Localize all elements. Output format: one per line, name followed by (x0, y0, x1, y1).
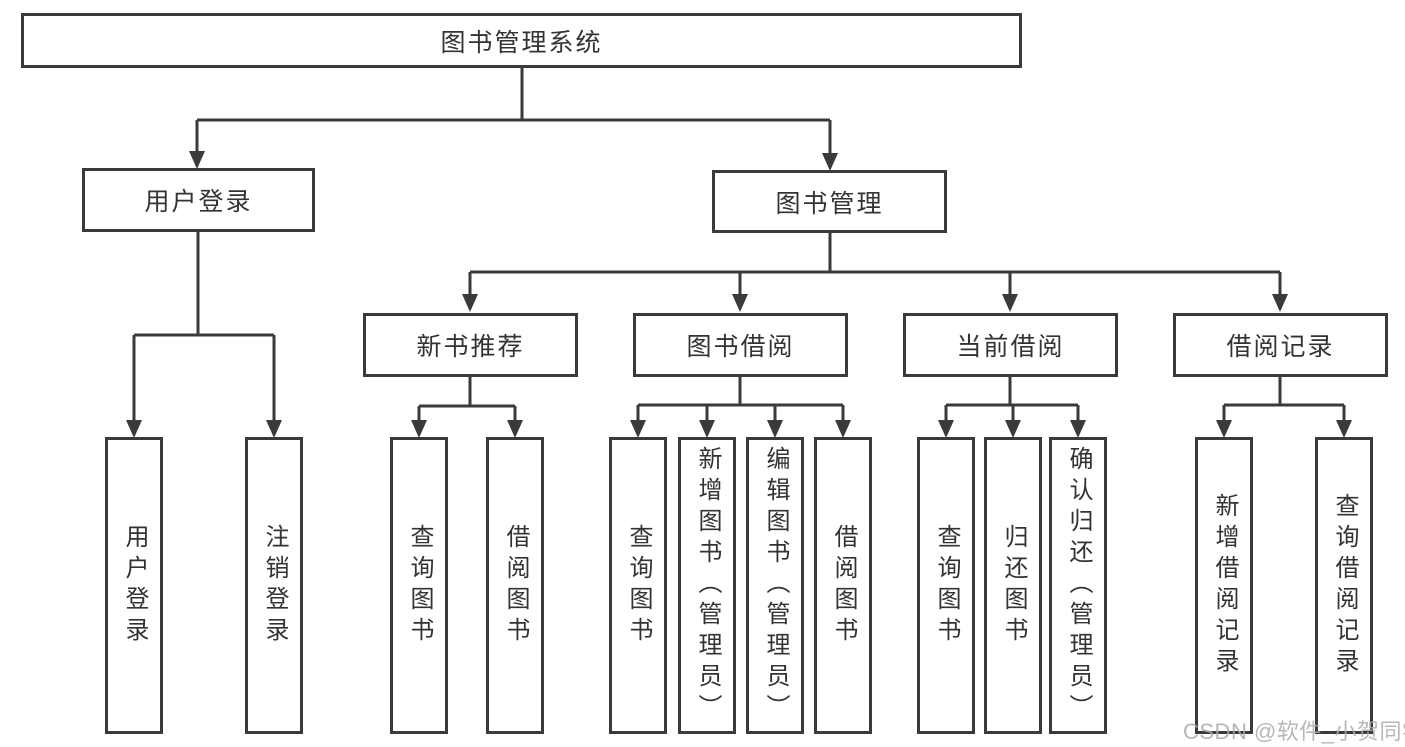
connector-root-to-level2 (195, 68, 832, 154)
node-label: 当前借阅 (956, 333, 1065, 361)
node-library-system: 图书管理系统 (21, 13, 1022, 68)
arrowhead-icon (266, 420, 282, 438)
node-borrow-books-recommend: 借阅图书 (486, 437, 544, 734)
node-label: 借阅记录 (1226, 333, 1335, 361)
arrowhead-icon (938, 420, 954, 438)
node-label: 归还图书 (1000, 523, 1027, 648)
arrowhead-icon (1216, 420, 1232, 438)
node-label: 新书推荐 (416, 333, 525, 361)
arrowhead-icon (1002, 294, 1018, 312)
node-label: 图书管理系统 (440, 28, 603, 57)
node-current-borrow: 当前借阅 (903, 313, 1118, 377)
arrowhead-icon (630, 420, 646, 438)
node-borrow-books-leaf: 借阅图书 (814, 437, 872, 734)
node-user-login-leaf: 用户登录 (105, 437, 163, 734)
node-return-book: 归还图书 (984, 437, 1042, 734)
node-book-borrow: 图书借阅 (633, 313, 848, 377)
node-label: 查询借阅记录 (1331, 492, 1358, 679)
node-label: 注销登录 (261, 523, 288, 648)
node-query-books-borrow: 查询图书 (609, 437, 667, 734)
node-add-book-admin: 新增图书（管理员） (678, 437, 736, 734)
arrowhead-icon (507, 420, 523, 438)
node-confirm-return-admin: 确认归还（管理员） (1049, 437, 1107, 734)
node-add-borrow-record: 新增借阅记录 (1195, 437, 1253, 734)
node-label: 借阅图书 (502, 523, 529, 648)
connector-borrow-records-subtree (1222, 377, 1346, 421)
node-new-book-recommend: 新书推荐 (363, 313, 578, 377)
arrowhead-icon (732, 294, 748, 312)
arrowhead-icon (767, 420, 783, 438)
arrowhead-icon (835, 420, 851, 438)
node-label: 借阅图书 (830, 523, 857, 648)
node-label: 用户登录 (144, 188, 253, 216)
arrowhead-group (126, 151, 1352, 438)
connector-current-borrow-subtree (944, 377, 1080, 421)
arrowhead-icon (1005, 420, 1021, 438)
node-label: 查询图书 (406, 523, 433, 648)
node-label: 查询图书 (933, 523, 960, 648)
arrowhead-icon (1070, 420, 1086, 438)
node-borrow-records: 借阅记录 (1173, 313, 1388, 377)
connector-book-borrow-subtree (636, 377, 845, 421)
arrowhead-icon (462, 294, 478, 312)
arrowhead-icon (411, 420, 427, 438)
arrowhead-icon (126, 420, 142, 438)
arrowhead-icon (699, 420, 715, 438)
arrowhead-icon (189, 151, 205, 169)
node-query-borrow-record: 查询借阅记录 (1315, 437, 1373, 734)
node-user-login: 用户登录 (82, 168, 315, 232)
connector-user-login-subtree (132, 232, 276, 421)
node-label: 图书管理 (775, 189, 884, 218)
watermark: CSDN @软件_小贺同学 (1183, 719, 1405, 744)
node-label: 新增借阅记录 (1211, 492, 1238, 679)
node-label: 编辑图书（管理员） (762, 446, 789, 725)
node-book-management: 图书管理 (712, 170, 947, 233)
node-label: 确认归还（管理员） (1065, 446, 1092, 725)
connector-new-book-subtree (417, 377, 517, 421)
node-label: 新增图书（管理员） (694, 446, 721, 725)
connector-book-management-to-level3 (468, 233, 1282, 296)
node-label: 查询图书 (625, 523, 652, 648)
arrowhead-icon (1272, 294, 1288, 312)
node-edit-book-admin: 编辑图书（管理员） (746, 437, 804, 734)
arrowhead-icon (822, 153, 838, 171)
node-logout: 注销登录 (245, 437, 303, 734)
node-label: 图书借阅 (686, 333, 795, 361)
arrowhead-icon (1336, 420, 1352, 438)
node-query-books-current: 查询图书 (917, 437, 975, 734)
node-query-books-recommend: 查询图书 (390, 437, 448, 734)
connector-stroke-group (132, 68, 1346, 421)
node-label: 用户登录 (121, 523, 148, 648)
